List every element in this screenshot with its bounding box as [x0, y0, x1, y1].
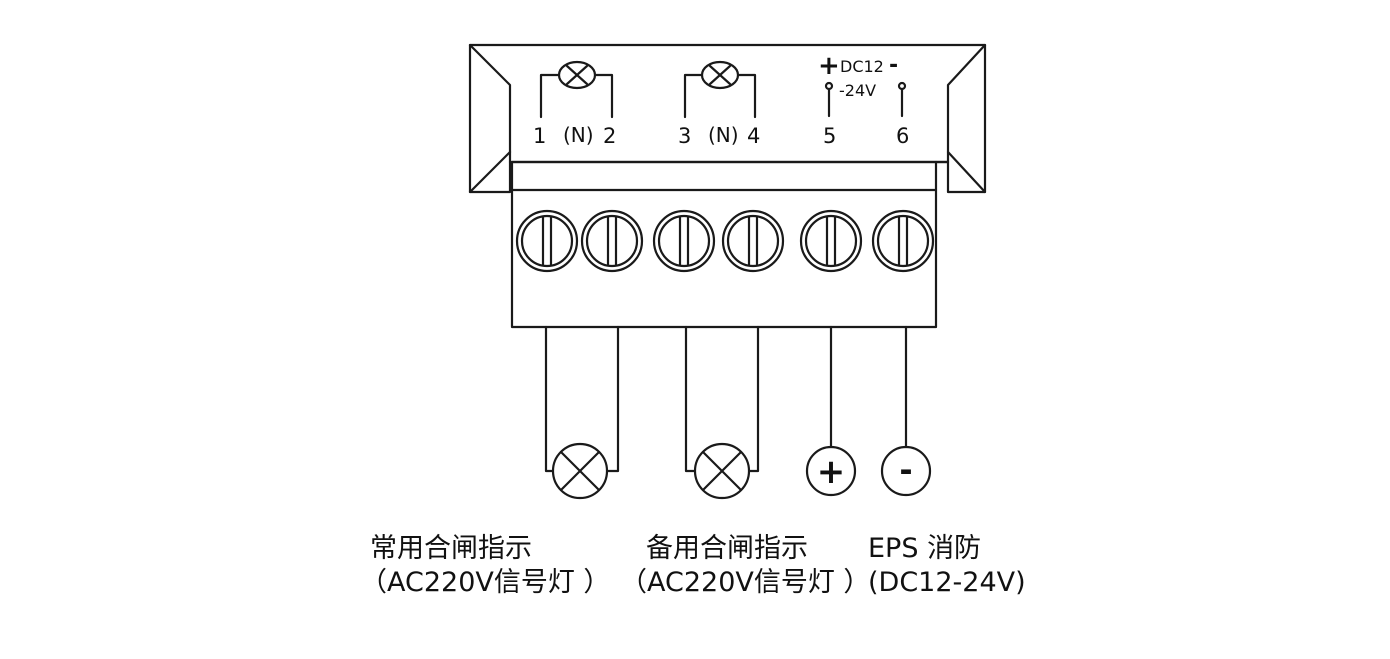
header-lamp-2 [683, 60, 757, 119]
caption-backup-spec: （AC220V信号灯 ） [620, 567, 871, 598]
caption-eps-fire: EPS 消防 (DC12-24V) [868, 532, 1068, 600]
screw-terminal-icon [515, 209, 579, 273]
screw-row [515, 209, 935, 273]
dc-label-top: DC12 [840, 57, 884, 76]
dc-minus-sign: - [889, 53, 898, 78]
terminal-label-4: 4 [747, 124, 760, 148]
header-lamp-1 [539, 60, 614, 119]
dc-plus-sign: + [818, 51, 840, 81]
caption-normal-indicator: 常用合闸指示 （AC220V信号灯 ） [360, 532, 610, 600]
minus-terminal-icon [880, 445, 932, 497]
screw-terminal-icon [721, 209, 785, 273]
neutral-mark-2: (N) [708, 123, 739, 147]
caption-backup-indicator: 备用合闸指示 （AC220V信号灯 ） [620, 532, 886, 600]
plus-symbol: + [817, 452, 846, 492]
terminal-label-2: 2 [603, 124, 616, 148]
screw-terminal-icon [580, 209, 644, 273]
header-dc-contacts [824, 81, 907, 118]
screw-terminal-icon [871, 209, 935, 273]
terminal-label-1: 1 [533, 124, 546, 148]
terminal-label-6: 6 [896, 124, 909, 148]
minus-symbol: - [899, 451, 912, 489]
terminal-label-3: 3 [678, 124, 691, 148]
caption-normal-spec: （AC220V信号灯 ） [360, 567, 611, 598]
lamp-icon [693, 442, 751, 500]
lamp-icon [551, 442, 609, 500]
caption-eps-title: EPS 消防 [868, 533, 982, 564]
screw-terminal-icon [799, 209, 863, 273]
dc-label-bottom: -24V [839, 81, 876, 100]
terminal-label-5: 5 [823, 124, 836, 148]
neutral-mark-1: (N) [563, 123, 594, 147]
caption-backup-title: 备用合闸指示 [646, 533, 808, 564]
wire-pair-normal [544, 325, 620, 473]
wire-dc [829, 325, 908, 449]
terminal-block-body [510, 160, 950, 329]
caption-eps-spec: (DC12-24V) [868, 567, 1026, 598]
plus-terminal-icon [805, 445, 857, 497]
caption-normal-title: 常用合闸指示 [370, 533, 532, 564]
screw-terminal-icon [652, 209, 716, 273]
wire-pair-backup [684, 325, 760, 473]
